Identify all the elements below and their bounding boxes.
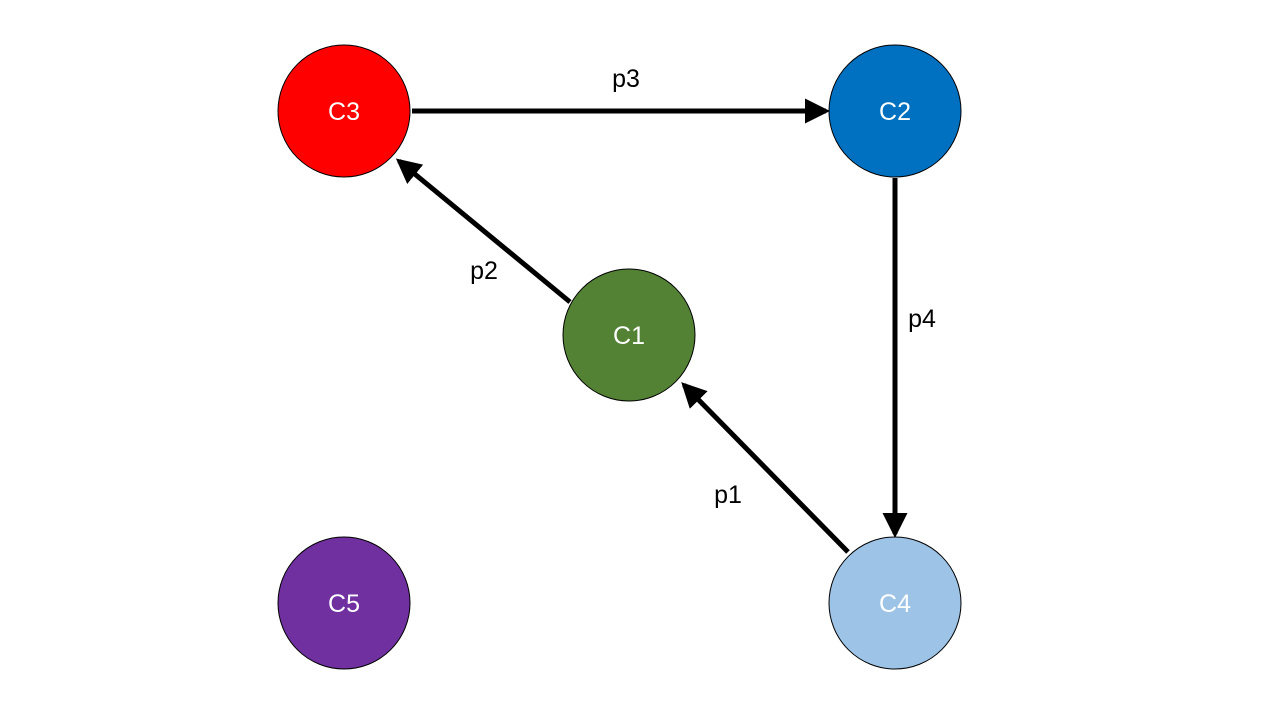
node-c3-circle (277, 44, 411, 178)
edge-label-p3: p3 (612, 65, 640, 93)
node-c5[interactable]: C5 (277, 536, 411, 670)
edge-labels: p3 p2 p4 p1 (470, 65, 936, 509)
edge-label-p1: p1 (714, 481, 742, 509)
node-c2-circle (828, 44, 962, 178)
edge-label-p2: p2 (470, 257, 498, 285)
edge-p1 (681, 382, 850, 554)
edge-label-p4: p4 (908, 305, 936, 333)
node-c1[interactable]: C1 (562, 268, 696, 402)
node-c2-label: C2 (879, 98, 911, 126)
node-c5-label: C5 (328, 590, 360, 618)
node-c5-circle (277, 536, 411, 670)
node-c3[interactable]: C3 (277, 44, 411, 178)
node-c1-label: C1 (613, 322, 645, 350)
node-c4-circle (828, 536, 962, 670)
node-c4-label: C4 (879, 590, 911, 618)
node-c1-circle (562, 268, 696, 402)
edge-p2 (395, 158, 572, 304)
node-c4[interactable]: C4 (828, 536, 962, 670)
edges (395, 98, 908, 554)
node-c3-label: C3 (328, 98, 360, 126)
node-c2[interactable]: C2 (828, 44, 962, 178)
